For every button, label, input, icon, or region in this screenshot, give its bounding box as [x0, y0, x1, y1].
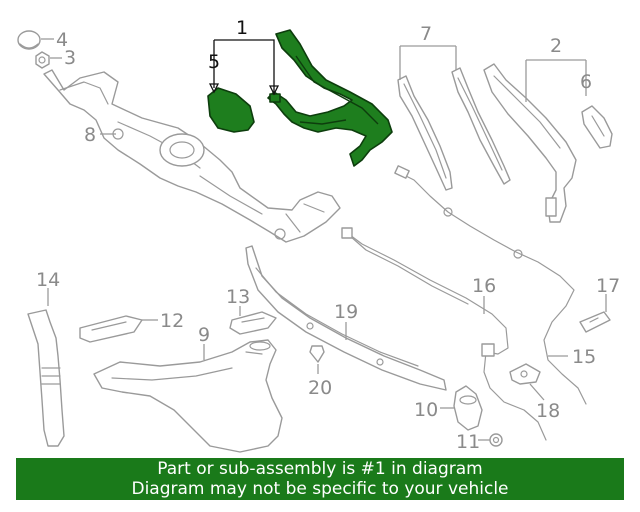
part-20-clip[interactable] — [309, 345, 325, 363]
part-17-connector[interactable] — [579, 311, 611, 333]
part-18-bracket[interactable] — [509, 363, 541, 385]
part-2-rear-wiper-arm[interactable] — [483, 63, 577, 223]
part-5-cover[interactable] — [207, 87, 255, 133]
callout-20[interactable]: 20 — [308, 377, 332, 399]
callout-11[interactable]: 11 — [456, 431, 480, 453]
part-14-filler-neck[interactable] — [27, 309, 65, 447]
callout-15[interactable]: 15 — [572, 346, 596, 368]
part-15-washer-hose[interactable] — [394, 165, 587, 405]
callout-4[interactable]: 4 — [56, 29, 68, 51]
leader-1-5 — [213, 39, 275, 92]
callout-14[interactable]: 14 — [36, 269, 60, 291]
callout-18[interactable]: 18 — [536, 400, 560, 422]
callout-1[interactable]: 1 — [236, 17, 248, 39]
part-1-wiper-arm-highlighted[interactable] — [267, 29, 393, 167]
leader-2 — [525, 59, 587, 102]
callout-5[interactable]: 5 — [208, 51, 220, 73]
part-6-arm-cap[interactable] — [581, 105, 613, 149]
part-4-cap[interactable] — [17, 30, 41, 50]
leader-arrows-1-5 — [208, 83, 280, 96]
callout-10[interactable]: 10 — [414, 399, 438, 421]
callout-9[interactable]: 9 — [198, 324, 210, 346]
banner-line-1: Part or sub-assembly is #1 in diagram — [157, 459, 483, 479]
part-7-wiper-blades[interactable] — [397, 67, 511, 191]
callout-16[interactable]: 16 — [472, 275, 496, 297]
banner-line-2: Diagram may not be specific to your vehi… — [131, 479, 509, 499]
part-11-grommet[interactable] — [489, 433, 503, 447]
part-8-wiper-linkage[interactable] — [43, 69, 341, 243]
callout-19[interactable]: 19 — [334, 301, 358, 323]
callout-12[interactable]: 12 — [160, 310, 184, 332]
part-16-washer-hose[interactable] — [341, 227, 547, 441]
leader-18 — [529, 383, 545, 401]
callout-2[interactable]: 2 — [550, 35, 562, 57]
part-12-gasket[interactable] — [79, 315, 143, 343]
callout-3[interactable]: 3 — [64, 47, 76, 69]
part-10-washer-pump[interactable] — [453, 385, 483, 431]
leader-7 — [399, 45, 457, 80]
info-banner: Part or sub-assembly is #1 in diagram Di… — [16, 458, 624, 500]
part-9-washer-reservoir[interactable] — [93, 339, 283, 453]
callout-17[interactable]: 17 — [596, 275, 620, 297]
part-19-cowl-panel[interactable] — [245, 245, 447, 391]
callout-13[interactable]: 13 — [226, 286, 250, 308]
part-3-nut[interactable] — [35, 51, 50, 69]
callout-6[interactable]: 6 — [580, 71, 592, 93]
callout-8[interactable]: 8 — [84, 124, 96, 146]
parts-diagram: 4 3 8 1 5 7 — [17, 17, 620, 453]
callout-7[interactable]: 7 — [420, 23, 432, 45]
part-13-cover[interactable] — [229, 311, 277, 335]
